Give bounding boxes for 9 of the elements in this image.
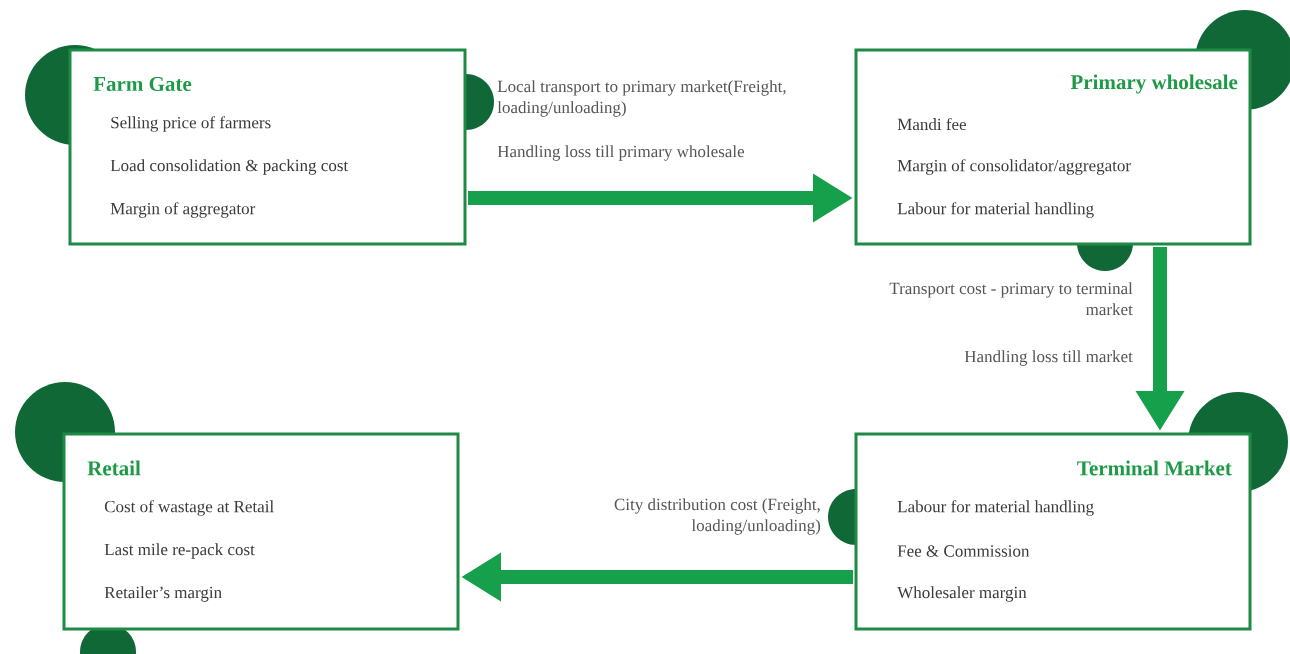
cost-box: Terminal Market Labour for material handling Fee & Commission Wholesaler margin <box>854 432 1252 631</box>
note-text: Handling loss till market <box>964 350 1133 366</box>
cost-box: Retail Cost of wastage at Retail Last mile re-pack cost Retailer’s margin <box>62 432 460 631</box>
note-text: Handling loss till primary wholesale <box>497 145 745 161</box>
edge-label: City distribution cost (Freight, loading/unloading) <box>614 498 821 535</box>
edge-label: Transport cost - primary to terminal market <box>889 282 1133 316</box>
edge-label: Local transport to primary market(Freight, loading/unloading) <box>497 80 786 117</box>
cost-box: Farm Gate Selling price of farmers Load consolidation & packing cost Margin of aggregator <box>68 48 467 246</box>
cost-box: Primary wholesale Mandi fee Margin of consolidator/aggregator Labour for material handling <box>854 48 1252 246</box>
